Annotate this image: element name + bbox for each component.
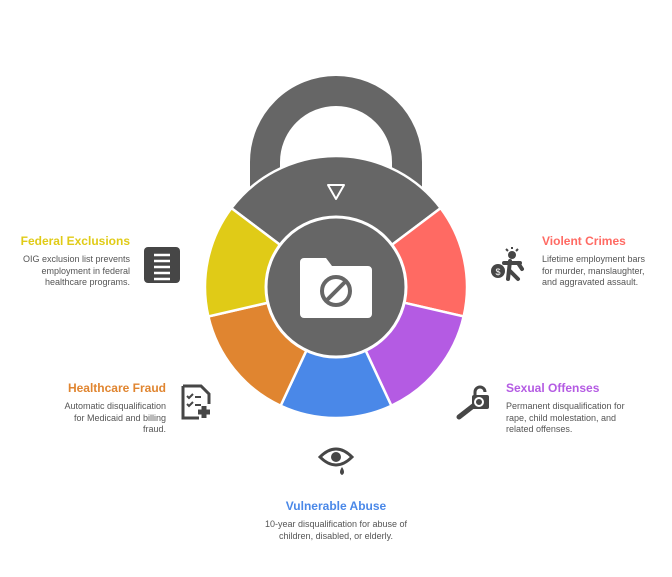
document-list-icon xyxy=(144,247,180,283)
label-federal-exclusions: Federal Exclusions OIG exclusion list pr… xyxy=(20,234,130,289)
title: Vulnerable Abuse xyxy=(285,499,387,513)
padlock-shackle xyxy=(250,76,422,215)
prohibited-folder-icon xyxy=(300,258,372,318)
description: Permanent disqualification for rape, chi… xyxy=(506,401,625,434)
crying-eye-icon xyxy=(318,447,354,475)
label-healthcare-fraud: Healthcare Fraud Automatic disqualificat… xyxy=(56,381,166,436)
label-violent-crimes: Violent Crimes Lifetime employment bars … xyxy=(542,234,652,289)
description: 10-year disqualification for abuse of ch… xyxy=(264,519,408,541)
title: Violent Crimes xyxy=(542,234,626,248)
checklist-plus-icon xyxy=(181,384,211,420)
label-sexual-offenses: Sexual Offenses Permanent disqualificati… xyxy=(506,381,626,436)
description: Lifetime employment bars for murder, man… xyxy=(542,254,646,287)
title: Sexual Offenses xyxy=(506,381,600,395)
description: OIG exclusion list prevents employment i… xyxy=(22,254,130,287)
description: Automatic disqualification for Medicaid … xyxy=(64,401,166,434)
triangle-down-icon xyxy=(327,184,345,200)
thief-money-bag-icon: $ xyxy=(491,247,524,281)
title: Federal Exclusions xyxy=(20,234,130,248)
label-vulnerable-abuse: Vulnerable Abuse 10-year disqualificatio… xyxy=(261,499,411,542)
title: Healthcare Fraud xyxy=(67,381,166,395)
svg-text:$: $ xyxy=(495,267,500,277)
broken-lock-key-icon xyxy=(456,385,489,420)
